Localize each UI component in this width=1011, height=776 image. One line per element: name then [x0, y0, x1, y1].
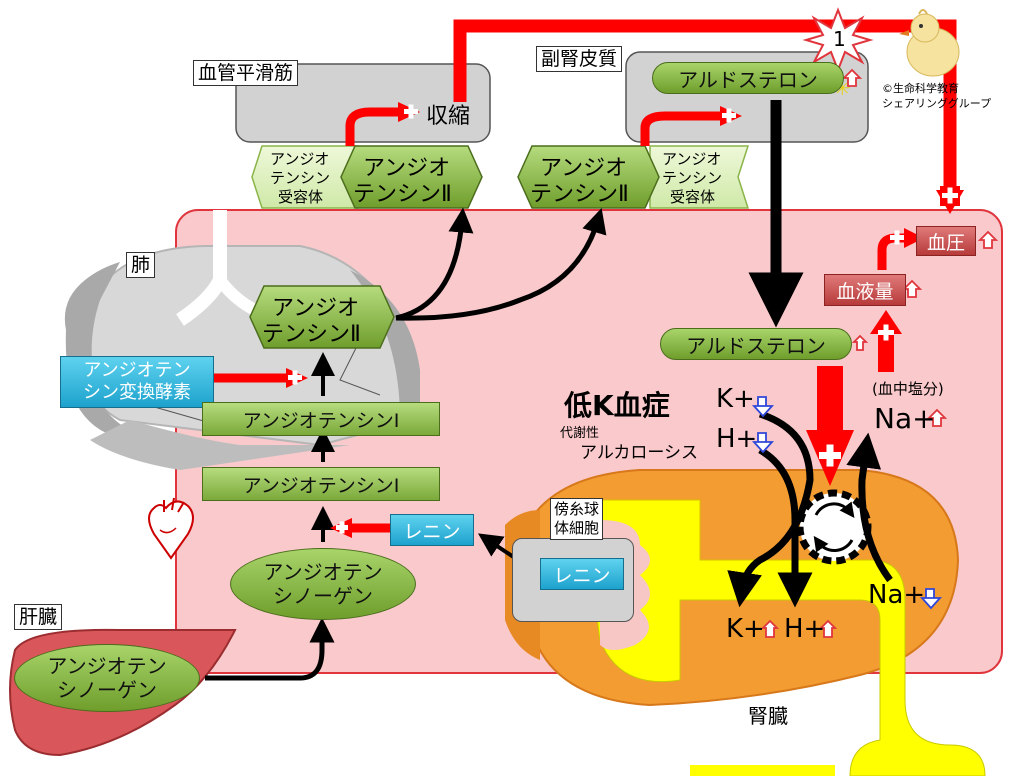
renin-box: レニン: [390, 514, 474, 546]
hypokalemia-label: 低K血症: [564, 389, 670, 422]
vascular-smooth-muscle-box: [235, 63, 491, 143]
at-receptor-right-line3: 受容体: [670, 188, 716, 206]
adrenal-cortex-label: 副腎皮質: [536, 46, 623, 72]
h-secretion-arrow: [758, 446, 813, 608]
at2-lung-shape: [249, 285, 395, 349]
contraction-arrow: [345, 107, 400, 146]
red-loop-arrow: [453, 19, 957, 196]
at-receptor-left-line1: アンジオ: [270, 150, 330, 168]
at-receptor-left-line3: 受容体: [278, 188, 324, 206]
angiotensin1b-box: アンジオテンシンⅠ: [202, 467, 440, 501]
chick-mascot-icon: [899, 9, 960, 77]
metabolic-line1: 代謝性: [560, 426, 600, 441]
jg-line2: 体細胞: [554, 519, 600, 537]
jg-cell-label: 傍糸球 体細胞: [550, 498, 604, 540]
at2-vascular-line2: テンシンⅡ: [353, 182, 452, 207]
angiotensin1-box: アンジオテンシンⅠ: [202, 402, 440, 436]
na-plus-top: Na+: [874, 402, 936, 435]
at-receptor-right-line2: テンシン: [662, 169, 723, 187]
ace-box: アンジオテン シン変換酵素: [60, 356, 214, 408]
aldosterone-top: アルドステロン: [652, 62, 844, 94]
down-arrows: [751, 396, 943, 610]
liver-label: 肝臓: [14, 604, 63, 630]
copyright-line2: シェアリンググループ: [882, 97, 992, 110]
h-plus-bottom: H+: [784, 614, 826, 644]
at2-adrenal-line2: テンシンⅡ: [530, 182, 629, 207]
ace-line1: アンジオテン: [83, 360, 191, 381]
k-plus-top: K+: [716, 384, 755, 414]
na-reabsorption-arrow: [846, 432, 893, 583]
agt-liver-line2: シノーゲン: [57, 678, 157, 702]
k-plus-bottom: K+: [726, 614, 765, 644]
up-arrows: [760, 68, 999, 638]
agt-body-line1: アンジオテン: [263, 560, 383, 584]
aldosterone-secretion-arrow: [640, 111, 720, 146]
metabolic-line2: アルカローシス: [580, 443, 698, 463]
jg-line1: 傍糸球: [554, 500, 600, 518]
at2-vascular-line1: アンジオ: [363, 156, 451, 181]
lung-label: 肺: [126, 252, 156, 278]
at-receptor-left-shape: [251, 145, 359, 209]
kidney-label: 腎臓: [748, 704, 788, 728]
at-receptor-left-line2: テンシン: [270, 169, 331, 187]
at2-adrenal-line1: アンジオ: [540, 156, 628, 181]
h-plus-top: H+: [716, 424, 758, 454]
transporter-pump-icon: [796, 489, 872, 565]
plus-signs: [288, 104, 958, 534]
aldosterone-mid: アルドステロン: [660, 328, 852, 360]
blood-volume-box: 血液量: [824, 274, 906, 306]
copyright-line1: ©生命科学教育: [882, 82, 959, 95]
na-plus-bottom: Na+: [868, 580, 926, 610]
at2-lung-line2: テンシンⅡ: [262, 322, 361, 347]
heart-icon: [148, 497, 194, 560]
liver-to-agt-arrow: [205, 617, 335, 681]
blood-salt-label: (血中塩分): [872, 380, 944, 398]
agt-body-line2: シノーゲン: [273, 584, 373, 608]
agt-liver-line1: アンジオテン: [47, 654, 167, 678]
vascular-smooth-muscle-label: 血管平滑筋: [193, 60, 299, 86]
ace-line2: シン変換酵素: [83, 382, 191, 403]
agt-body: アンジオテン シノーゲン: [230, 548, 416, 620]
at-receptor-right-line1: アンジオ: [662, 150, 722, 168]
at2-to-adrenal-arrow: [395, 208, 607, 321]
at2-lung-line1: アンジオ: [272, 296, 360, 321]
blood-pressure-box: 血圧: [916, 226, 976, 256]
at2-to-vascular-arrow: [395, 207, 474, 321]
agt-liver: アンジオテン シノーゲン: [14, 644, 200, 712]
contraction-label: 収縮: [426, 104, 471, 129]
badge-number: 1: [833, 27, 846, 51]
renin-cell-box: レニン: [540, 558, 624, 590]
